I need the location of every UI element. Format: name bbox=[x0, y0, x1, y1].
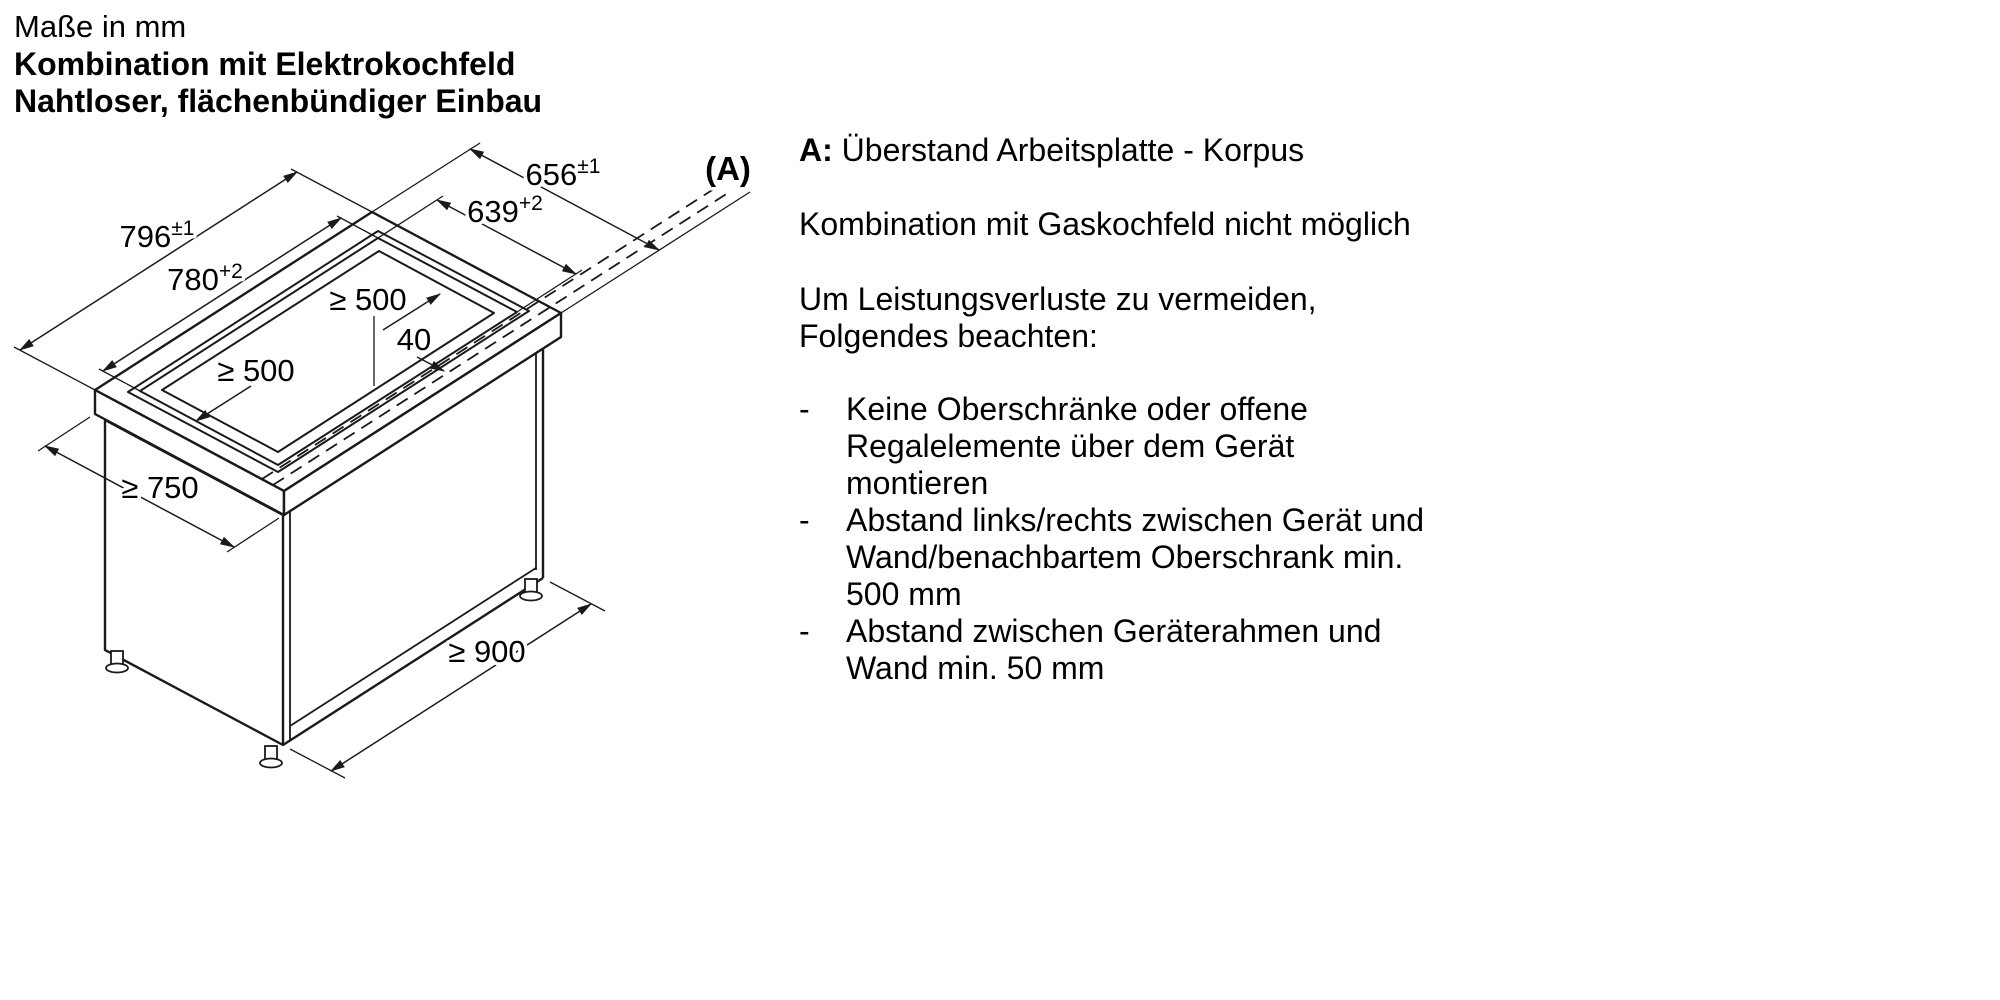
dim-frame-strip-40: 40 bbox=[393, 319, 446, 372]
dim-min-clearance-back: ≥ 500 bbox=[326, 279, 442, 386]
dim-worktop-width: 656±1 bbox=[371, 142, 661, 251]
overhang-note: A: Überstand Arbeitsplatte - Korpus bbox=[799, 132, 1529, 169]
gas-note: Kombination mit Gaskochfeld nicht möglic… bbox=[799, 206, 1411, 242]
adjustable-foot bbox=[259, 745, 283, 769]
page-title-line2: Nahtloser, flächenbündiger Einbau bbox=[14, 83, 543, 119]
adjustable-foot bbox=[519, 578, 543, 602]
overhang-ref-label: (A) bbox=[705, 150, 751, 187]
dim-label-40: 40 bbox=[397, 322, 431, 357]
bullet-marker: - bbox=[799, 391, 810, 427]
dim-label-500-back: ≥ 500 bbox=[329, 282, 406, 317]
worktop-right-front-face bbox=[282, 311, 563, 517]
dim-label-639: 639+2 bbox=[467, 192, 543, 229]
dim-label-500-front: ≥ 500 bbox=[217, 353, 294, 388]
worktop-edge-extension-line bbox=[560, 191, 751, 314]
dim-cutout-width: 639+2 bbox=[377, 189, 583, 313]
list-item: - Abstand zwischen Geräterahmen und Wand… bbox=[799, 613, 1382, 686]
dim-min-clearance-front: ≥ 500 bbox=[194, 350, 298, 422]
dim-label-750: ≥ 750 bbox=[121, 470, 198, 505]
adjustable-foot bbox=[105, 650, 129, 674]
page-title-line1: Kombination mit Elektrokochfeld bbox=[14, 46, 516, 82]
dim-label-780: 780+2 bbox=[167, 260, 243, 297]
intro-note: Um Leistungsverluste zu vermeiden, Folge… bbox=[799, 281, 1317, 354]
ref-a-text: Überstand Arbeitsplatte - Korpus bbox=[841, 132, 1305, 168]
notes-list: - Keine Oberschränke oder offene Regalel… bbox=[799, 391, 1529, 687]
ref-a-prefix: A: bbox=[799, 132, 833, 168]
dim-label-656: 656±1 bbox=[526, 155, 601, 192]
dim-min-cabinet-width: ≥ 900 bbox=[289, 581, 606, 779]
bullet-marker: - bbox=[799, 502, 810, 538]
list-item: - Keine Oberschränke oder offene Regalel… bbox=[799, 391, 1308, 501]
units-note: Maße in mm bbox=[14, 9, 187, 44]
bullet-marker: - bbox=[799, 613, 810, 649]
dim-cutout-length: 780+2 bbox=[98, 215, 379, 392]
list-item: - Abstand links/rechts zwischen Gerät un… bbox=[799, 502, 1425, 612]
dim-min-depth-front: ≥ 750 bbox=[37, 416, 280, 553]
installation-notes: A: Überstand Arbeitsplatte - Korpus Komb… bbox=[799, 132, 1529, 687]
title-block: Maße in mm Kombination mit Elektrokochfe… bbox=[14, 8, 542, 120]
dim-label-796: 796±1 bbox=[120, 217, 195, 254]
dim-label-900: ≥ 900 bbox=[448, 634, 525, 669]
